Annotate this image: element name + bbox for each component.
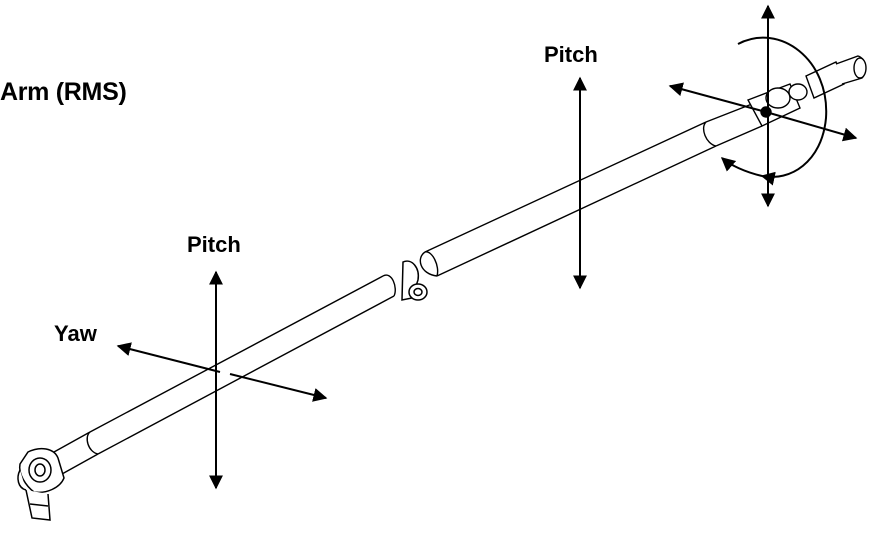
wrist-roll-arc	[737, 36, 828, 186]
yaw-arrow	[116, 342, 221, 373]
wrist-horizontal-axis-arrow	[668, 82, 767, 113]
wrist-axes	[668, 4, 858, 208]
pitch-lower-label: Pitch	[187, 232, 241, 257]
upper-boom	[419, 121, 717, 277]
diagram-title: Arm (RMS)	[0, 78, 127, 106]
wrist-joint-icon	[747, 55, 867, 127]
lower-boom-sleeve	[53, 431, 99, 475]
yaw-arrow-right	[229, 373, 328, 402]
yaw-label: Yaw	[54, 321, 97, 346]
lower-boom	[89, 274, 396, 455]
pitch-upper-label: Pitch	[544, 42, 598, 67]
shoulder-joint-icon	[17, 447, 65, 521]
wrist-roll-arc-tail	[720, 157, 763, 177]
elbow-joint-icon	[401, 260, 428, 301]
